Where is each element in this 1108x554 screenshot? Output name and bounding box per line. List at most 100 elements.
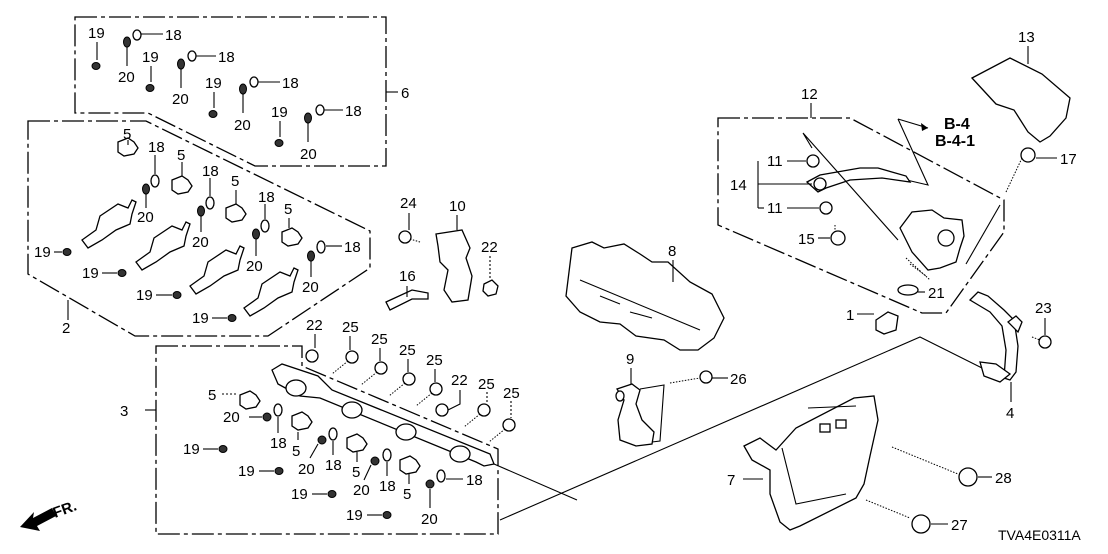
seal-20[interactable]	[317, 435, 327, 445]
callout-20[interactable]: 20	[172, 91, 189, 108]
stud-16[interactable]	[385, 289, 429, 311]
o-ring-18[interactable]	[436, 469, 446, 483]
callout-5[interactable]: 5	[231, 173, 239, 190]
clip-5[interactable]	[281, 227, 303, 247]
o-ring-18[interactable]	[316, 240, 326, 254]
mounting-bracket-7[interactable]	[743, 395, 879, 531]
seal-19[interactable]	[274, 467, 284, 475]
o-ring-18[interactable]	[273, 403, 283, 417]
callout-20[interactable]: 20	[300, 146, 317, 163]
o-ring-18[interactable]	[205, 196, 215, 210]
callout-20[interactable]: 20	[298, 461, 315, 478]
callout-4[interactable]: 4	[1006, 405, 1014, 422]
reference-b-4[interactable]: B-4	[944, 116, 970, 133]
clip-5[interactable]	[225, 203, 247, 223]
callout-19[interactable]: 19	[142, 49, 159, 66]
callout-25[interactable]: 25	[503, 385, 520, 402]
o-ring-11[interactable]	[819, 201, 833, 215]
seal-19[interactable]	[91, 62, 101, 70]
bolt-25[interactable]	[488, 418, 516, 443]
callout-25[interactable]: 25	[371, 331, 388, 348]
seal-19[interactable]	[62, 248, 72, 256]
bolt-26[interactable]	[669, 370, 713, 384]
seal-19[interactable]	[117, 269, 127, 277]
clip-5[interactable]	[171, 175, 193, 195]
callout-23[interactable]: 23	[1035, 300, 1052, 317]
bracket-9[interactable]	[616, 383, 655, 447]
part-1[interactable]	[875, 311, 899, 335]
fuel-pipe-4[interactable]	[968, 291, 1019, 381]
callout-18[interactable]: 18	[344, 239, 361, 256]
o-ring-18[interactable]	[150, 174, 160, 188]
seal-20[interactable]	[370, 456, 380, 466]
callout-22[interactable]: 22	[306, 317, 323, 334]
callout-20[interactable]: 20	[421, 511, 438, 528]
callout-5[interactable]: 5	[403, 486, 411, 503]
nut-22[interactable]	[305, 349, 319, 363]
callout-20[interactable]: 20	[234, 117, 251, 134]
seal-20[interactable]	[197, 205, 205, 217]
callout-5[interactable]: 5	[352, 464, 360, 481]
seal-19[interactable]	[208, 110, 218, 118]
seal-20[interactable]	[252, 228, 260, 240]
cover-13[interactable]	[970, 57, 1071, 143]
seal-20[interactable]	[142, 183, 150, 195]
o-ring-18[interactable]	[132, 29, 142, 41]
callout-9[interactable]: 9	[626, 351, 634, 368]
bolt-28[interactable]	[891, 446, 978, 487]
bolt-25[interactable]	[360, 361, 388, 386]
callout-19[interactable]: 19	[192, 310, 209, 327]
callout-19[interactable]: 19	[291, 486, 308, 503]
callout-19[interactable]: 19	[238, 463, 255, 480]
bolt-15[interactable]	[830, 225, 846, 246]
high-pressure-fuel-pump[interactable]	[899, 209, 965, 271]
clip-5[interactable]	[239, 390, 261, 410]
o-ring-18[interactable]	[382, 448, 392, 462]
callout-17[interactable]: 17	[1060, 151, 1077, 168]
bolt-25[interactable]	[388, 372, 416, 397]
callout-25[interactable]: 25	[342, 319, 359, 336]
callout-18[interactable]: 18	[258, 189, 275, 206]
o-ring-18[interactable]	[328, 427, 338, 441]
injector[interactable]	[243, 267, 299, 317]
seal-20[interactable]	[262, 412, 272, 422]
callout-3[interactable]: 3	[120, 403, 128, 420]
callout-20[interactable]: 20	[118, 69, 135, 86]
clip-5[interactable]	[346, 433, 368, 453]
callout-18[interactable]: 18	[325, 457, 342, 474]
callout-20[interactable]: 20	[137, 209, 154, 226]
callout-16[interactable]: 16	[399, 268, 416, 285]
bolt-23[interactable]	[1031, 335, 1052, 349]
callout-5[interactable]: 5	[208, 387, 216, 404]
callout-28[interactable]: 28	[995, 470, 1012, 487]
callout-18[interactable]: 18	[202, 163, 219, 180]
nut-22[interactable]	[482, 279, 499, 297]
bolt-24[interactable]	[398, 230, 421, 244]
callout-20[interactable]: 20	[353, 482, 370, 499]
callout-7[interactable]: 7	[727, 472, 735, 489]
seal-20[interactable]	[177, 58, 185, 70]
callout-11[interactable]: 11	[767, 200, 783, 217]
insulator-8[interactable]	[565, 241, 725, 351]
callout-11[interactable]: 11	[767, 153, 783, 170]
o-ring-18[interactable]	[249, 76, 259, 88]
seal-20[interactable]	[425, 479, 435, 489]
callout-1[interactable]: 1	[846, 307, 854, 324]
bolt-25[interactable]	[415, 382, 443, 407]
seal-20[interactable]	[307, 250, 315, 262]
callout-22[interactable]: 22	[451, 372, 468, 389]
clip-5[interactable]	[117, 137, 139, 157]
callout-18[interactable]: 18	[165, 27, 182, 44]
callout-18[interactable]: 18	[270, 435, 287, 452]
o-ring-18[interactable]	[260, 219, 270, 233]
callout-22[interactable]: 22	[481, 239, 498, 256]
callout-18[interactable]: 18	[379, 478, 396, 495]
callout-20[interactable]: 20	[246, 258, 263, 275]
callout-19[interactable]: 19	[88, 25, 105, 42]
callout-15[interactable]: 15	[798, 231, 815, 248]
seal-19[interactable]	[274, 139, 284, 147]
callout-24[interactable]: 24	[400, 195, 417, 212]
callout-18[interactable]: 18	[466, 472, 483, 489]
callout-6[interactable]: 6	[401, 85, 409, 102]
seal-19[interactable]	[172, 291, 182, 299]
